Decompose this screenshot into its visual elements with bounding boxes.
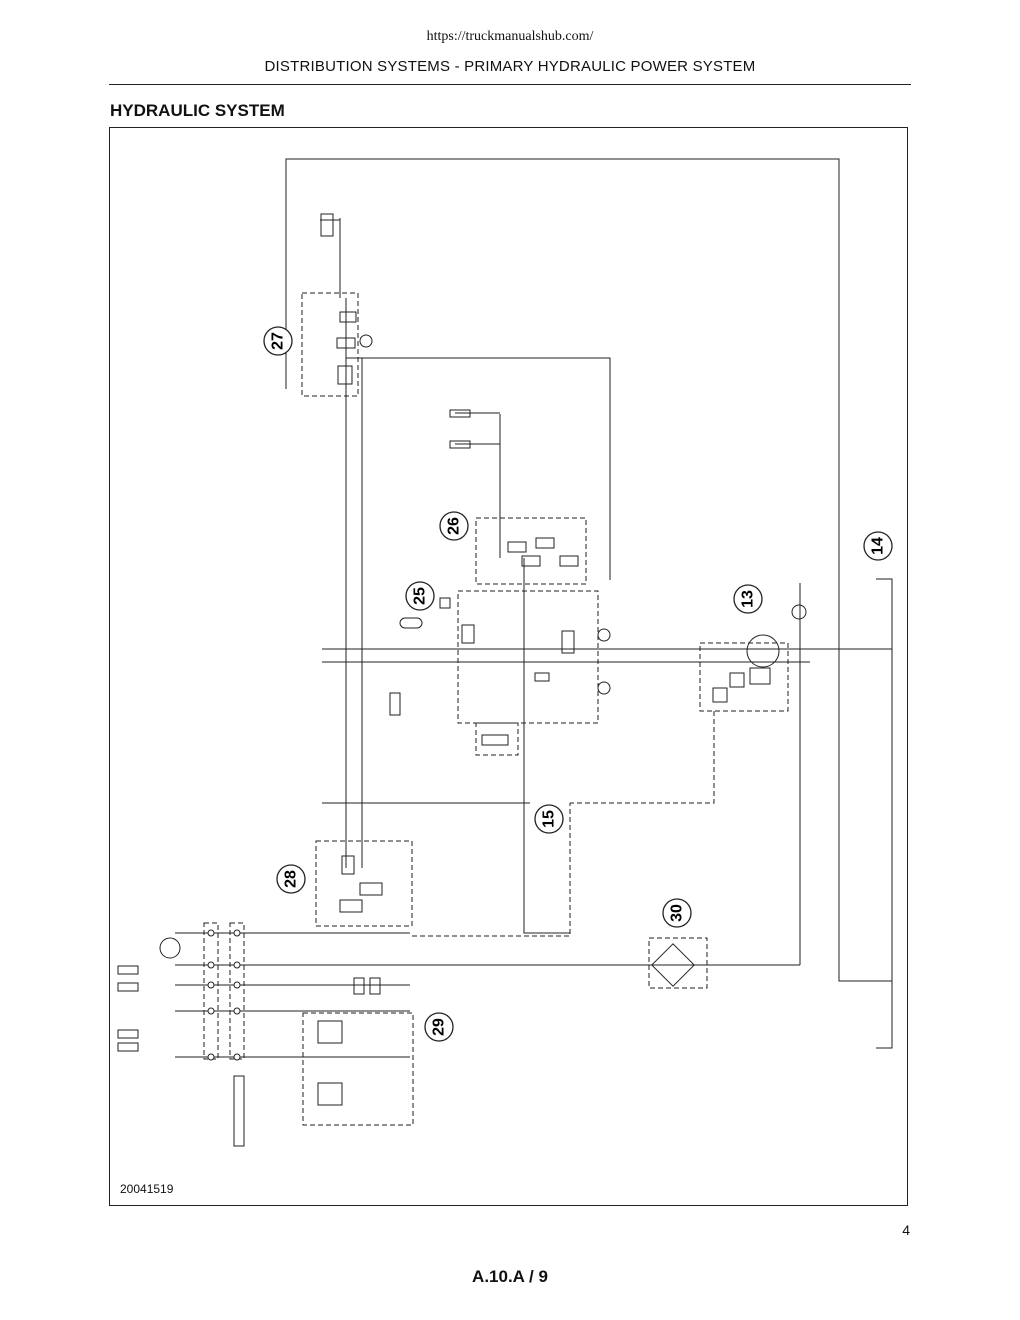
- callout-26-label: 26: [446, 517, 463, 535]
- connector-strip-b: [229, 922, 245, 1060]
- return-line-top: [285, 158, 892, 982]
- valve-25-d: [481, 734, 509, 746]
- figure-id: 20041519: [120, 1182, 174, 1196]
- callout-25-label: 25: [412, 587, 429, 605]
- callout-13: 13: [733, 584, 763, 614]
- tank-symbol: [233, 1075, 245, 1147]
- valve-block-26: [475, 517, 587, 585]
- callout-28: 28: [276, 864, 306, 894]
- connector-dot: [207, 1053, 215, 1061]
- valve-28-a: [341, 855, 355, 875]
- valve-27-b: [336, 337, 356, 349]
- hydraulic-schematic-figure: 27 26 25 13 14 15: [109, 127, 908, 1206]
- valve-25-b: [561, 630, 575, 654]
- source-url: https://truckmanualshub.com/: [426, 29, 594, 44]
- dashed-pilot-15: [412, 803, 571, 937]
- connector-dot: [233, 1007, 241, 1015]
- connector-dot: [233, 961, 241, 969]
- callout-26: 26: [439, 511, 469, 541]
- valve-block-25: [457, 590, 599, 724]
- connector-dot: [207, 1007, 215, 1015]
- callout-29: 29: [424, 1012, 454, 1042]
- valve-13-a: [712, 687, 728, 703]
- section-title: HYDRAULIC SYSTEM: [110, 101, 285, 120]
- valve-29-a: [317, 1020, 343, 1044]
- valve-block-28: [315, 840, 413, 927]
- callout-14-label: 14: [870, 537, 887, 555]
- check-27: [359, 334, 373, 348]
- cylinder-left-4: [117, 1042, 139, 1052]
- callout-15-label: 15: [541, 810, 558, 828]
- valve-26-d: [559, 555, 579, 567]
- filter-block-30: [648, 937, 708, 989]
- valve-block-29: [302, 1012, 414, 1126]
- filter-30: [651, 943, 695, 987]
- valve-26-b: [535, 537, 555, 549]
- check-25-b: [597, 681, 611, 695]
- callout-29-label: 29: [431, 1018, 448, 1036]
- connector-dot: [207, 961, 215, 969]
- callout-25: 25: [405, 581, 435, 611]
- callout-15: 15: [534, 804, 564, 834]
- header-rule: [109, 84, 911, 85]
- page-header: DISTRIBUTION SYSTEMS - PRIMARY HYDRAULIC…: [264, 58, 756, 75]
- valve-27-c: [337, 365, 353, 385]
- bracket-14: [876, 578, 893, 1049]
- connector-dot: [233, 981, 241, 989]
- callout-28-label: 28: [283, 870, 300, 888]
- cylinder-2: [449, 440, 471, 449]
- actuator-25: [389, 692, 401, 716]
- valve-29-b: [317, 1082, 343, 1106]
- gauge-13: [791, 604, 807, 620]
- valve-25-a: [461, 624, 475, 644]
- pump-block-13: [699, 642, 789, 712]
- connector-dot: [207, 929, 215, 937]
- check-25-a: [597, 628, 611, 642]
- motor-left: [159, 937, 181, 959]
- valve-26-c: [521, 555, 541, 567]
- page-number: 4: [902, 1222, 910, 1238]
- vertical-line-15: [523, 558, 570, 934]
- valve-block-27: [301, 292, 359, 397]
- callouts: 27 26 25 13 14 15: [263, 326, 893, 1042]
- callout-14: 14: [863, 531, 893, 561]
- connector-dot: [233, 929, 241, 937]
- valve-26-a: [507, 541, 527, 553]
- callout-30: 30: [662, 898, 692, 928]
- valve-29-c: [353, 977, 365, 995]
- feed-line-26: [346, 357, 611, 580]
- connector-strip-a: [203, 922, 219, 1060]
- valve-13-b: [729, 672, 745, 688]
- callout-27: 27: [263, 326, 293, 356]
- cylinder-left-1: [117, 965, 139, 975]
- valve-27-a: [339, 311, 357, 323]
- hydraulic-schematic: 27 26 25 13 14 15: [117, 158, 893, 1147]
- connector-dot: [207, 981, 215, 989]
- valve-25-c: [534, 672, 550, 682]
- valve-13-c: [749, 667, 771, 685]
- document-reference: A.10.A / 9: [472, 1267, 548, 1286]
- pump-13: [746, 634, 780, 668]
- accumulator-25: [399, 617, 423, 629]
- callout-30-label: 30: [669, 904, 686, 922]
- cylinder-left-3: [117, 1029, 139, 1039]
- cylinder-lines: [455, 412, 500, 445]
- valve-28-b: [359, 882, 383, 896]
- connector-dot: [233, 1053, 241, 1061]
- dashed-drain-15: [570, 711, 715, 804]
- valve-28-c: [339, 899, 363, 913]
- cylinder-1: [449, 409, 471, 418]
- valve-29-d: [369, 977, 381, 995]
- valve-block-25b: [475, 722, 519, 756]
- spring-symbol: [320, 213, 334, 237]
- callout-27-label: 27: [270, 332, 287, 350]
- callout-13-label: 13: [740, 590, 757, 608]
- sensor-25: [439, 597, 451, 609]
- cylinder-left-2: [117, 982, 139, 992]
